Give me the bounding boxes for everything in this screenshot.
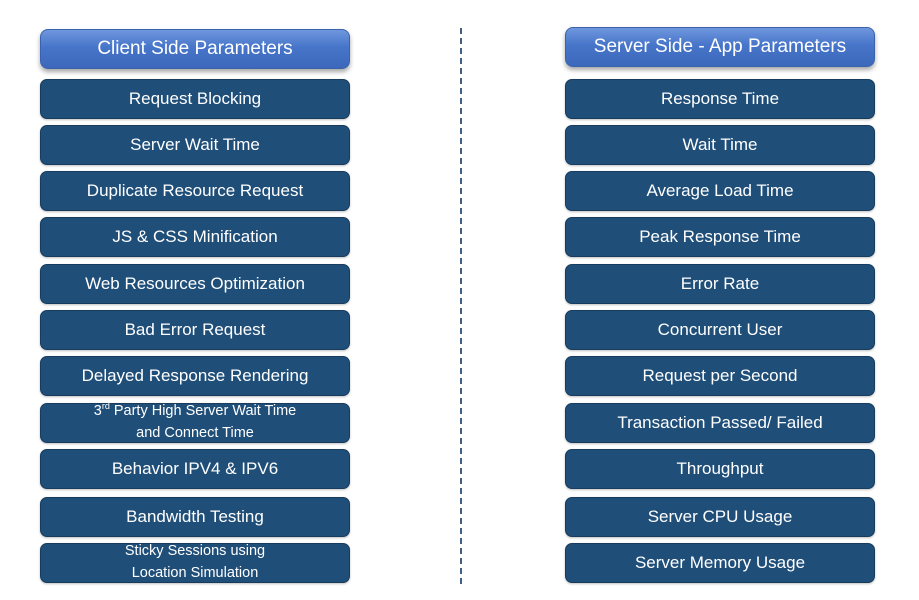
- sticky-sessions-line-1: Sticky Sessions using: [124, 543, 266, 560]
- client-item-duplicate-resource-request: Duplicate Resource Request: [40, 171, 350, 211]
- third-party-number: 3: [93, 403, 102, 420]
- client-item-js-css-minification: JS & CSS Minification: [40, 217, 350, 257]
- third-party-line-1-text: Party High Server Wait Time: [109, 403, 297, 420]
- client-item-bad-error-request: Bad Error Request: [40, 310, 350, 350]
- server-item-transaction-passed-failed: Transaction Passed/ Failed: [565, 403, 875, 443]
- server-item-request-per-second: Request per Second: [565, 356, 875, 396]
- server-item-throughput: Throughput: [565, 449, 875, 489]
- client-side-header: Client Side Parameters: [40, 29, 350, 69]
- client-item-web-resources-optimization: Web Resources Optimization: [40, 264, 350, 304]
- third-party-ordinal-suffix: rd: [101, 401, 110, 412]
- server-item-server-cpu-usage: Server CPU Usage: [565, 497, 875, 537]
- client-item-server-wait-time: Server Wait Time: [40, 125, 350, 165]
- sticky-sessions-line-2: Location Simulation: [131, 565, 259, 581]
- server-item-wait-time: Wait Time: [565, 125, 875, 165]
- client-item-request-blocking: Request Blocking: [40, 79, 350, 119]
- client-item-third-party-wait-time: 3rd Party High Server Wait Time and Conn…: [40, 401, 350, 443]
- server-item-error-rate: Error Rate: [565, 264, 875, 304]
- server-item-average-load-time: Average Load Time: [565, 171, 875, 211]
- server-item-concurrent-user: Concurrent User: [565, 310, 875, 350]
- server-item-server-memory-usage: Server Memory Usage: [565, 543, 875, 583]
- third-party-line-2: and Connect Time: [136, 425, 254, 441]
- third-party-line-1: 3rd Party High Server Wait Time: [94, 401, 297, 423]
- client-item-behavior-ipv4-ipv6: Behavior IPV4 & IPV6: [40, 449, 350, 489]
- server-side-header: Server Side - App Parameters: [565, 27, 875, 67]
- server-item-response-time: Response Time: [565, 79, 875, 119]
- column-divider: [460, 28, 462, 584]
- client-item-delayed-response-rendering: Delayed Response Rendering: [40, 356, 350, 396]
- client-item-bandwidth-testing: Bandwidth Testing: [40, 497, 350, 537]
- client-item-sticky-sessions: Sticky Sessions using Location Simulatio…: [40, 543, 350, 583]
- server-item-peak-response-time: Peak Response Time: [565, 217, 875, 257]
